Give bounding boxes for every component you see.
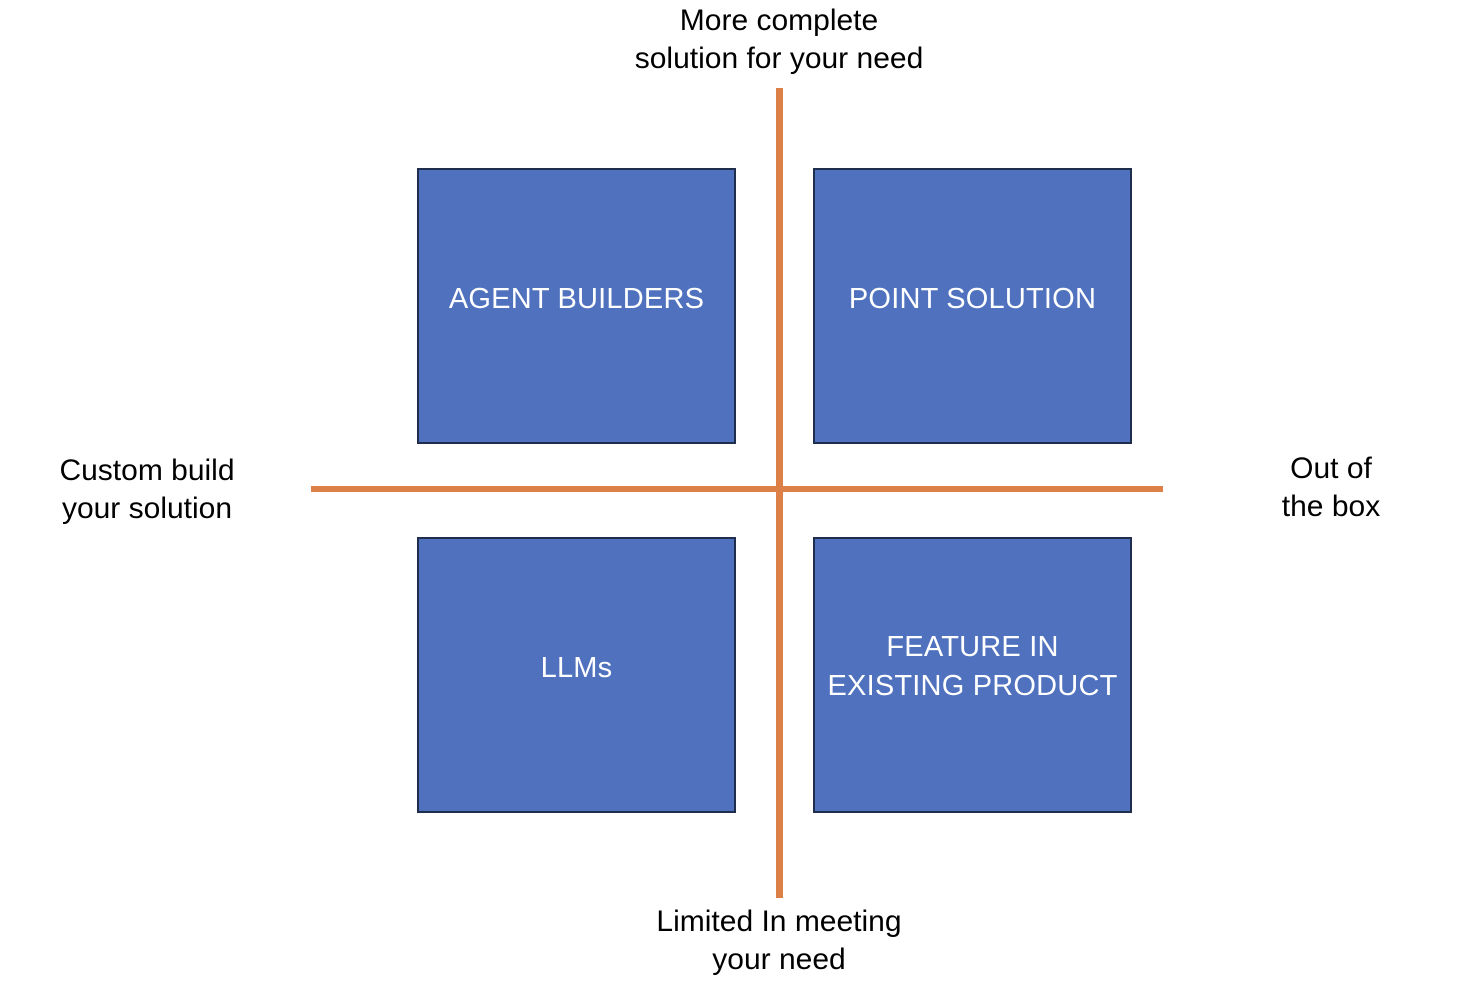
quadrant-label-feature-in-existing-product: FEATURE IN EXISTING PRODUCT [827, 630, 1118, 702]
quadrant-label-llms: LLMs [540, 652, 613, 685]
quadrant-label-point-solution: POINT SOLUTION [848, 283, 1097, 316]
axis-label-bottom: Limited In meeting your need [656, 905, 902, 977]
quadrant-box-point-solution[interactable]: POINT SOLUTION [813, 168, 1132, 444]
axis-label-right: Out of the box [1281, 452, 1381, 524]
quadrant-label-agent-builders: AGENT BUILDERS [448, 283, 705, 316]
axis-label-left: Custom build your solution [59, 454, 235, 526]
quadrant-box-llms[interactable]: LLMs [417, 537, 736, 813]
quadrant-box-feature-in-existing-product[interactable]: FEATURE IN EXISTING PRODUCT [813, 537, 1132, 813]
vertical-axis-line [776, 88, 783, 898]
horizontal-axis-line [311, 486, 1163, 492]
axis-label-top: More complete solution for your need [634, 4, 924, 76]
quadrant-box-agent-builders[interactable]: AGENT BUILDERS [417, 168, 736, 444]
